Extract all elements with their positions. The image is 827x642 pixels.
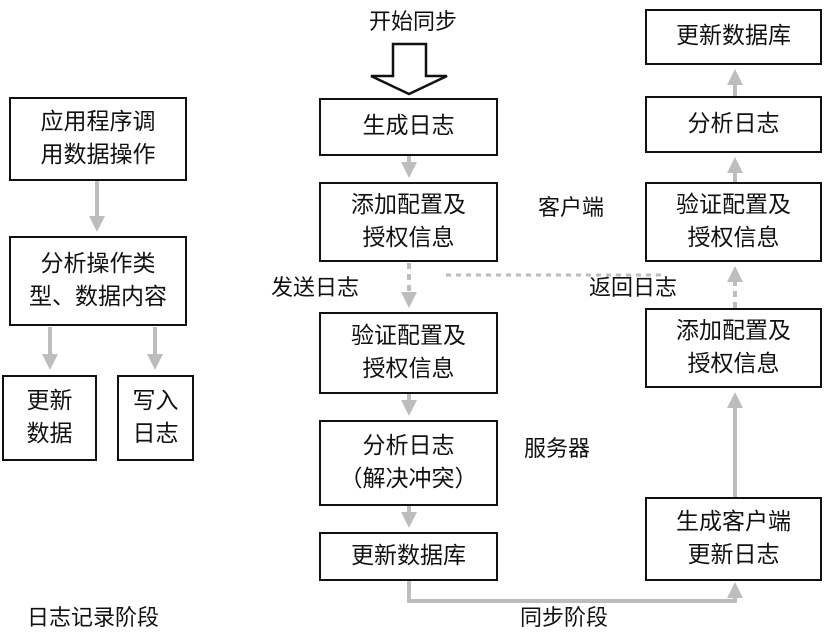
box-generate-client-log: 生成客户端 更新日志 bbox=[645, 497, 822, 581]
box-add-config-client: 添加配置及 授权信息 bbox=[319, 182, 498, 262]
send-log-label: 发送日志 bbox=[271, 276, 360, 301]
box-update-data: 更新 数据 bbox=[2, 375, 97, 461]
client-label: 客户端 bbox=[538, 196, 605, 221]
start-sync-arrow bbox=[370, 42, 448, 96]
server-label: 服务器 bbox=[524, 437, 591, 462]
box-verify-config-server: 验证配置及 授权信息 bbox=[319, 312, 498, 394]
box-update-db-server: 更新数据库 bbox=[319, 532, 498, 581]
start-sync-label: 开始同步 bbox=[369, 10, 458, 35]
box-add-config-server: 添加配置及 授权信息 bbox=[645, 308, 822, 388]
box-verify-config-client: 验证配置及 授权信息 bbox=[645, 182, 822, 262]
box-app-call: 应用程序调 用数据操作 bbox=[9, 97, 187, 181]
box-analyze-log-server: 分析日志 （解决冲突） bbox=[319, 420, 498, 506]
box-update-db-client: 更新数据库 bbox=[645, 9, 822, 65]
arrow-server-to-client-log bbox=[407, 581, 743, 603]
return-log-label: 返回日志 bbox=[589, 276, 678, 301]
stage-label-sync: 同步阶段 bbox=[520, 606, 609, 631]
box-analyze-type: 分析操作类 型、数据内容 bbox=[9, 236, 187, 326]
box-analyze-log-client: 分析日志 bbox=[645, 96, 822, 153]
box-generate-log: 生成日志 bbox=[319, 98, 498, 156]
stage-label-logging: 日志记录阶段 bbox=[27, 606, 160, 631]
box-write-log: 写入 日志 bbox=[117, 375, 194, 461]
